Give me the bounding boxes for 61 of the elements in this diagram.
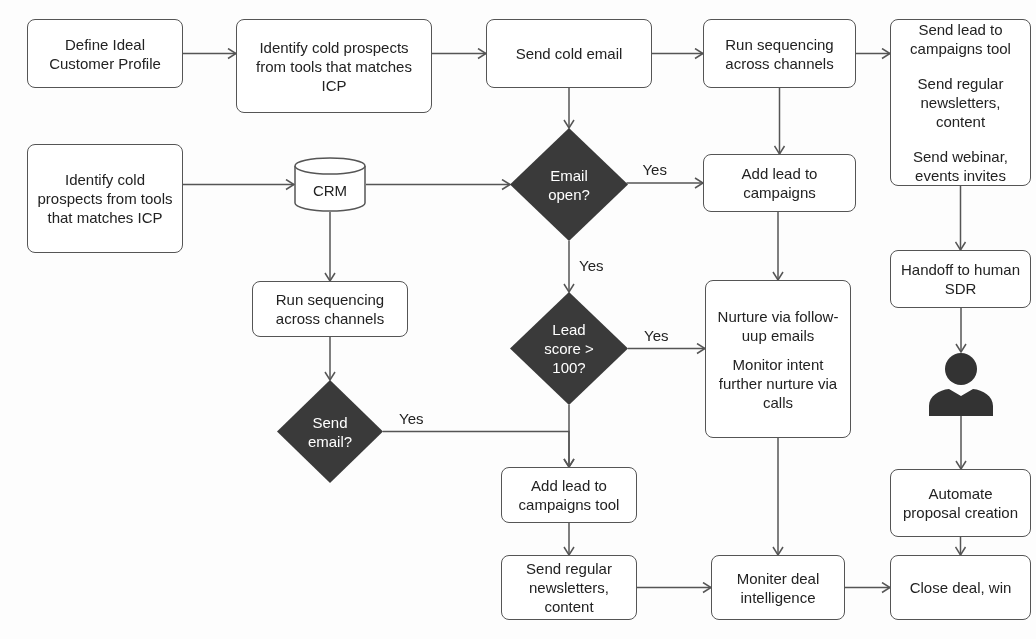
step-label: Moniter deal intelligence [735, 568, 821, 607]
process-box [501, 467, 637, 523]
decision-label: Send email? [306, 412, 354, 451]
step-label: Identify cold prospects from tools that matches ICP [255, 37, 413, 95]
arrow [773, 87, 786, 155]
arrow [636, 581, 712, 594]
arrow [324, 336, 336, 381]
step-label: Identify cold prospects from tools that matches ICP [36, 170, 174, 227]
database-cylinder [294, 157, 366, 212]
step-label: Send regular newsletters, content [916, 74, 1005, 131]
step-label: Nurture via follow-uup emails [716, 306, 840, 345]
arrow [182, 47, 237, 60]
process-box [252, 281, 408, 337]
arrow [651, 47, 704, 60]
decision-label: Lead score > 100? [543, 320, 595, 377]
process-box [890, 250, 1031, 308]
process-box [27, 144, 183, 253]
process-box [501, 555, 637, 620]
step-label: Send webinar, events invites [911, 147, 1010, 185]
arrow [955, 307, 967, 353]
step-label: Run sequencing across channels [724, 34, 835, 73]
arrow [365, 178, 511, 191]
arrow [563, 240, 575, 293]
process-box [27, 19, 183, 88]
step-label: Close deal, win [909, 578, 1012, 597]
arrow [182, 178, 295, 191]
process-box [486, 19, 652, 88]
decision-label: Email open? [547, 165, 591, 204]
arrow [627, 342, 706, 355]
process-box [236, 19, 432, 113]
process-box [705, 280, 851, 438]
step-label: Run sequencing across channels [274, 290, 386, 328]
step-label: Send lead to campaigns tool [909, 20, 1012, 58]
arrow [772, 437, 784, 556]
process-box [703, 154, 856, 212]
arrow [844, 581, 891, 594]
step-label: Send cold email [515, 44, 623, 63]
arrow [625, 177, 704, 189]
arrow [955, 415, 967, 470]
process-box [711, 555, 845, 620]
step-label: Monitor intent further nurture via calls [717, 354, 839, 412]
step-label: Add lead to campaigns [740, 164, 819, 202]
process-box [890, 555, 1031, 620]
step-label: Automate proposal creation [901, 484, 1020, 522]
arrow [855, 47, 891, 60]
arrow [954, 185, 967, 251]
arrow [431, 47, 487, 60]
step-label: Add lead to campaigns tool [517, 476, 621, 514]
arrow [563, 522, 575, 556]
step-label: Handoff to human SDR [900, 260, 1021, 298]
arrow [772, 211, 784, 281]
process-box [703, 19, 856, 88]
arrow [563, 404, 575, 468]
arrow [954, 536, 967, 556]
process-box [890, 469, 1031, 537]
step-label: Define Ideal Customer Profile [48, 34, 162, 73]
process-box [890, 19, 1031, 186]
arrow [563, 87, 575, 129]
database-label: CRM [312, 181, 348, 200]
arrow [324, 211, 336, 282]
step-label: Send regular newsletters, content [525, 559, 613, 616]
